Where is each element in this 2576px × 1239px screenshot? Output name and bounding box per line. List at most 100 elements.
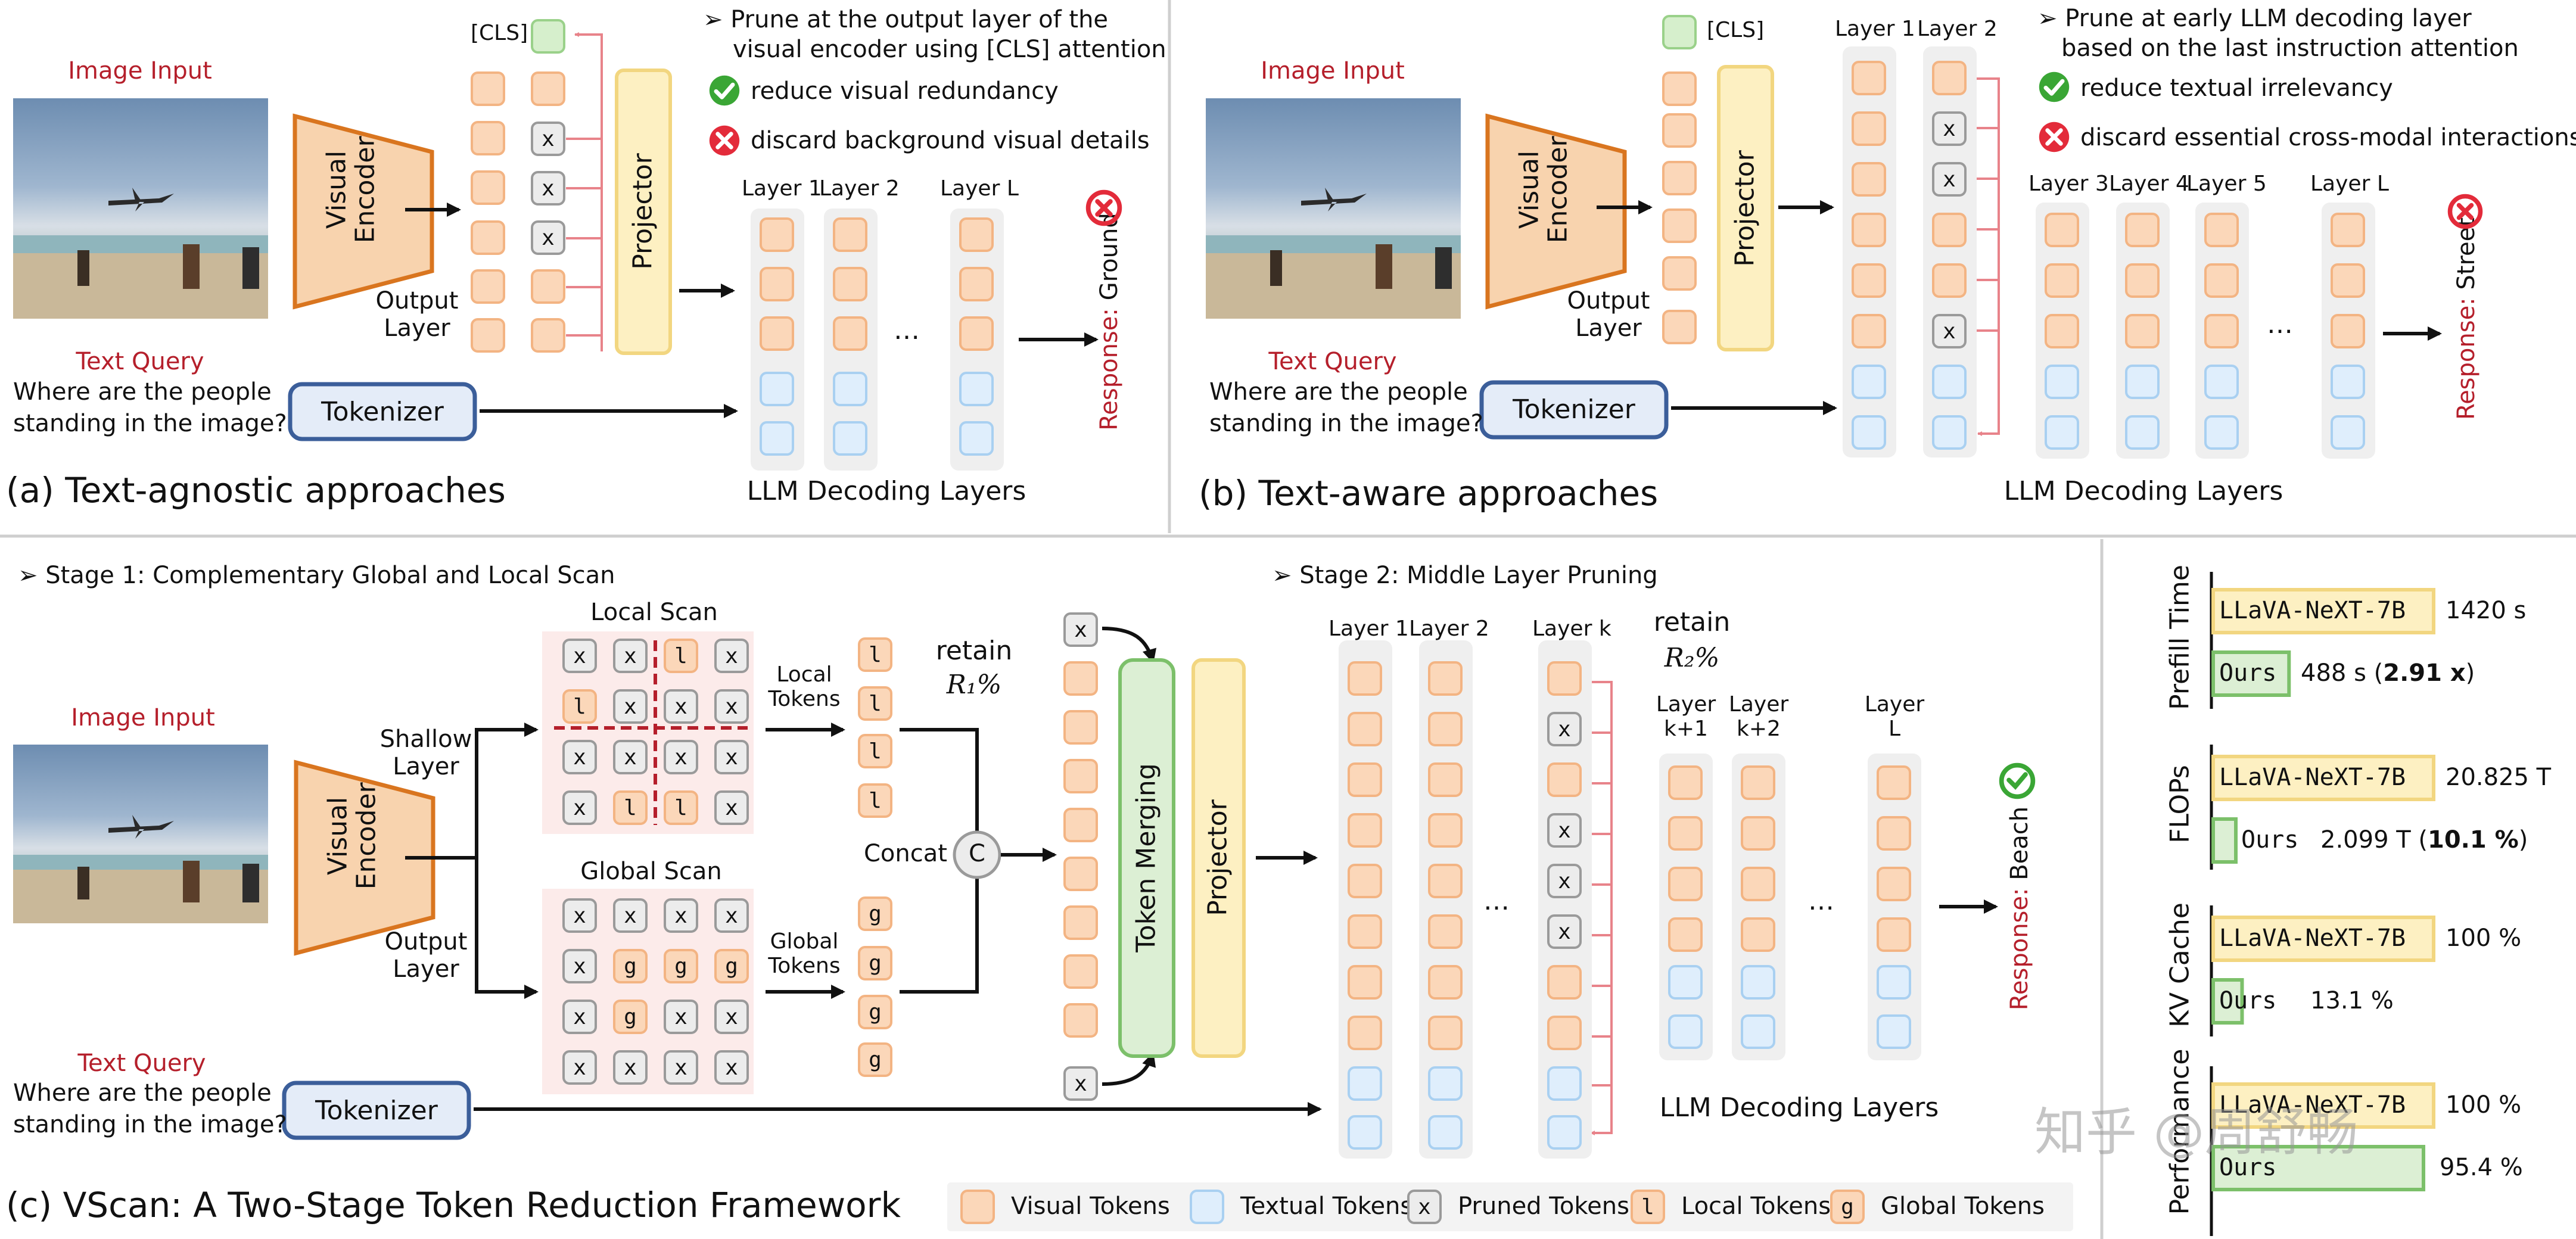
tokenizer-c[interactable]: Tokenizer [315, 1095, 438, 1126]
visual-token [1428, 762, 1463, 797]
pruned-token: x [1547, 914, 1582, 949]
shallow-layer-line1: Shallow [379, 726, 472, 753]
visual-token [1852, 263, 1886, 298]
visual-token [1428, 914, 1463, 949]
output-layer-b-line2: Layer [1575, 315, 1642, 342]
metric-name: KV Cache [2164, 902, 2195, 1028]
global-scan-cell: x [664, 898, 698, 933]
legend-label: Textual Tokens [1240, 1193, 1413, 1220]
visual-token [471, 71, 505, 106]
legend-label: Local Tokens [1681, 1193, 1831, 1220]
textual-token [2204, 365, 2239, 399]
layer-c-L-line1: Layer [1864, 692, 1925, 717]
visual-token [2045, 213, 2079, 247]
baseline-value: 1420 s [2446, 597, 2527, 624]
global-tokens-line2: Tokens [768, 954, 841, 979]
layer-c-2: Layer 2 [1409, 617, 1489, 641]
llm-label-b: LLM Decoding Layers [2003, 476, 2283, 506]
ours-bar [2211, 817, 2238, 864]
visual-token [1428, 965, 1463, 1000]
global-scan-cell: x [562, 949, 597, 983]
global-scan-cell: x [562, 1050, 597, 1085]
visual-token [1741, 816, 1775, 851]
output-layer-c-line1: Output [384, 928, 468, 955]
stage1-title: ➢ Stage 1: Complementary Global and Loca… [18, 562, 615, 589]
legend-swatch-l: l [1631, 1190, 1665, 1224]
visual-token [1877, 816, 1911, 851]
tokenizer-b[interactable]: Tokenizer [1513, 394, 1635, 425]
ours-value-text: 95.4 % [2440, 1154, 2523, 1181]
visual-token [2045, 263, 2079, 298]
visual-token [959, 217, 994, 252]
cross-circle-icon [1085, 189, 1122, 226]
local-scan-cell: x [562, 639, 597, 673]
local-scan-cell: l [664, 639, 698, 673]
visual-token [2125, 213, 2160, 247]
cls-label: [CLS] [471, 21, 528, 45]
text-query-line2: standing in the image? [13, 410, 287, 437]
visual-token [1877, 867, 1911, 901]
visual-token [1547, 965, 1582, 1000]
pruned-token: x [531, 171, 565, 206]
visual-token [1662, 71, 1697, 106]
visual-token [1348, 864, 1382, 898]
image-input-label-b: Image Input [1261, 57, 1405, 85]
ours-value-bold: 2.91 x [2383, 659, 2466, 687]
stage1-text: Stage 1: Complementary Global and Local … [45, 562, 615, 589]
ellipsis-c1: … [1483, 886, 1510, 916]
ours-value-tail: ) [2518, 826, 2528, 854]
pro-b: reduce textual irrelevancy [2080, 74, 2393, 102]
projector-c: Projector [1202, 799, 1233, 916]
local-scan-cell: x [714, 689, 749, 724]
visual-token [1741, 867, 1775, 901]
bullet-a-line2: visual encoder using [CLS] attention [733, 36, 1166, 63]
text-query-c-line1: Where are the people [13, 1079, 272, 1107]
shallow-layer-line2: Layer [393, 753, 459, 780]
text-query-b-line1: Where are the people [1209, 378, 1468, 406]
ellipsis-c2: … [1808, 886, 1834, 916]
pruned-token: x [1063, 612, 1098, 647]
visual-token [1852, 111, 1886, 146]
textual-token [1348, 1115, 1382, 1150]
metric-name: Prefill Time [2164, 565, 2195, 710]
text-query-b-line2: standing in the image? [1209, 410, 1483, 437]
pruned-token: x [1547, 813, 1582, 848]
layer-b-3: Layer 3 [2029, 172, 2109, 196]
visual-token [471, 170, 505, 205]
pruned-token: x [1547, 864, 1582, 898]
metric-bars [2211, 588, 2435, 1191]
global-scan-label: Global Scan [580, 858, 722, 885]
ours-label: Ours [2219, 1154, 2277, 1181]
retain1-label: retain [935, 636, 1013, 666]
legend-swatch-g: g [1830, 1190, 1865, 1224]
visual-token [1662, 113, 1697, 148]
pruned-token: x [1932, 111, 1967, 146]
encoder-b-line1: Visual [1514, 150, 1545, 229]
textual-token [1547, 1066, 1582, 1101]
legend-swatch-x: x [1407, 1190, 1442, 1224]
visual-token [1662, 161, 1697, 195]
pruned-token: x [531, 220, 565, 255]
tokenizer[interactable]: Tokenizer [321, 397, 444, 427]
input-photo-c [13, 745, 268, 923]
encoder-line1: Visual [321, 150, 352, 229]
global-scan-cell: x [714, 1050, 749, 1085]
layer-c-1: Layer 1 [1329, 617, 1409, 641]
output-layer-b-line1: Output [1567, 287, 1650, 315]
global-scan-cell: x [562, 1000, 597, 1034]
response-c-value: Beach [2006, 806, 2033, 880]
ours-bar [2211, 1145, 2425, 1191]
textual-token [2045, 415, 2079, 450]
ours-value: 95.4 % [2440, 1154, 2523, 1181]
legend-label: Visual Tokens [1011, 1193, 1170, 1220]
local-scan-cell: x [664, 740, 698, 774]
cross-icon [2039, 122, 2070, 152]
layer-a-2: Layer 2 [819, 176, 900, 201]
local-scan-cell: l [664, 790, 698, 825]
response-c: Response: Beach [2006, 807, 2033, 1010]
visual-token [2204, 314, 2239, 348]
visual-token [2331, 314, 2365, 348]
layer-c-k: Layer k [1532, 617, 1611, 641]
